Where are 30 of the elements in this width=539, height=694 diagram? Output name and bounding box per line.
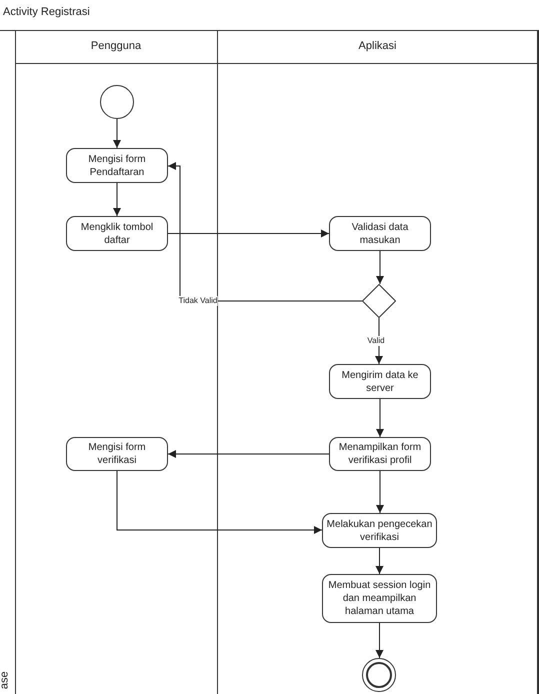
activity-box: Mengisi form Pendaftaran: [66, 148, 168, 183]
arrow: [376, 250, 384, 284]
arrow: [113, 118, 121, 148]
swimlane: [218, 30, 538, 694]
lane-title: ase: [0, 671, 12, 690]
arrow: [376, 398, 384, 438]
arrow: [113, 182, 121, 216]
lane-header: Pengguna: [90, 39, 142, 54]
activity-box: Validasi data masukan: [329, 216, 431, 251]
activity-box: Melakukan pengecekan verifikasi: [322, 513, 437, 548]
arrow: [376, 470, 384, 514]
lane-header: Aplikasi: [358, 39, 396, 54]
swimlane: [15, 30, 218, 694]
end-node: [362, 658, 396, 692]
arrow: [116, 470, 322, 534]
decision-diamond: [362, 284, 396, 318]
edge-label: Valid: [367, 336, 385, 346]
activity-box: Mengisi form verifikasi: [66, 437, 168, 471]
edge-label: Tidak Valid: [178, 296, 218, 306]
diagram-title: Activity Registrasi: [3, 5, 90, 20]
arrow: [375, 318, 383, 364]
arrow: [376, 548, 384, 574]
activity-box: Mengirim data ke server: [329, 364, 431, 399]
activity-box: Membuat session login dan meampilkan halaman utama: [322, 574, 437, 623]
start-node: [100, 85, 134, 119]
arrow: [168, 450, 330, 458]
activity-box: Mengklik tombol daftar: [66, 216, 168, 251]
arrow: [376, 622, 384, 658]
activity-box: Menampilkan form verifikasi profil: [329, 437, 431, 471]
arrow: [168, 230, 330, 238]
